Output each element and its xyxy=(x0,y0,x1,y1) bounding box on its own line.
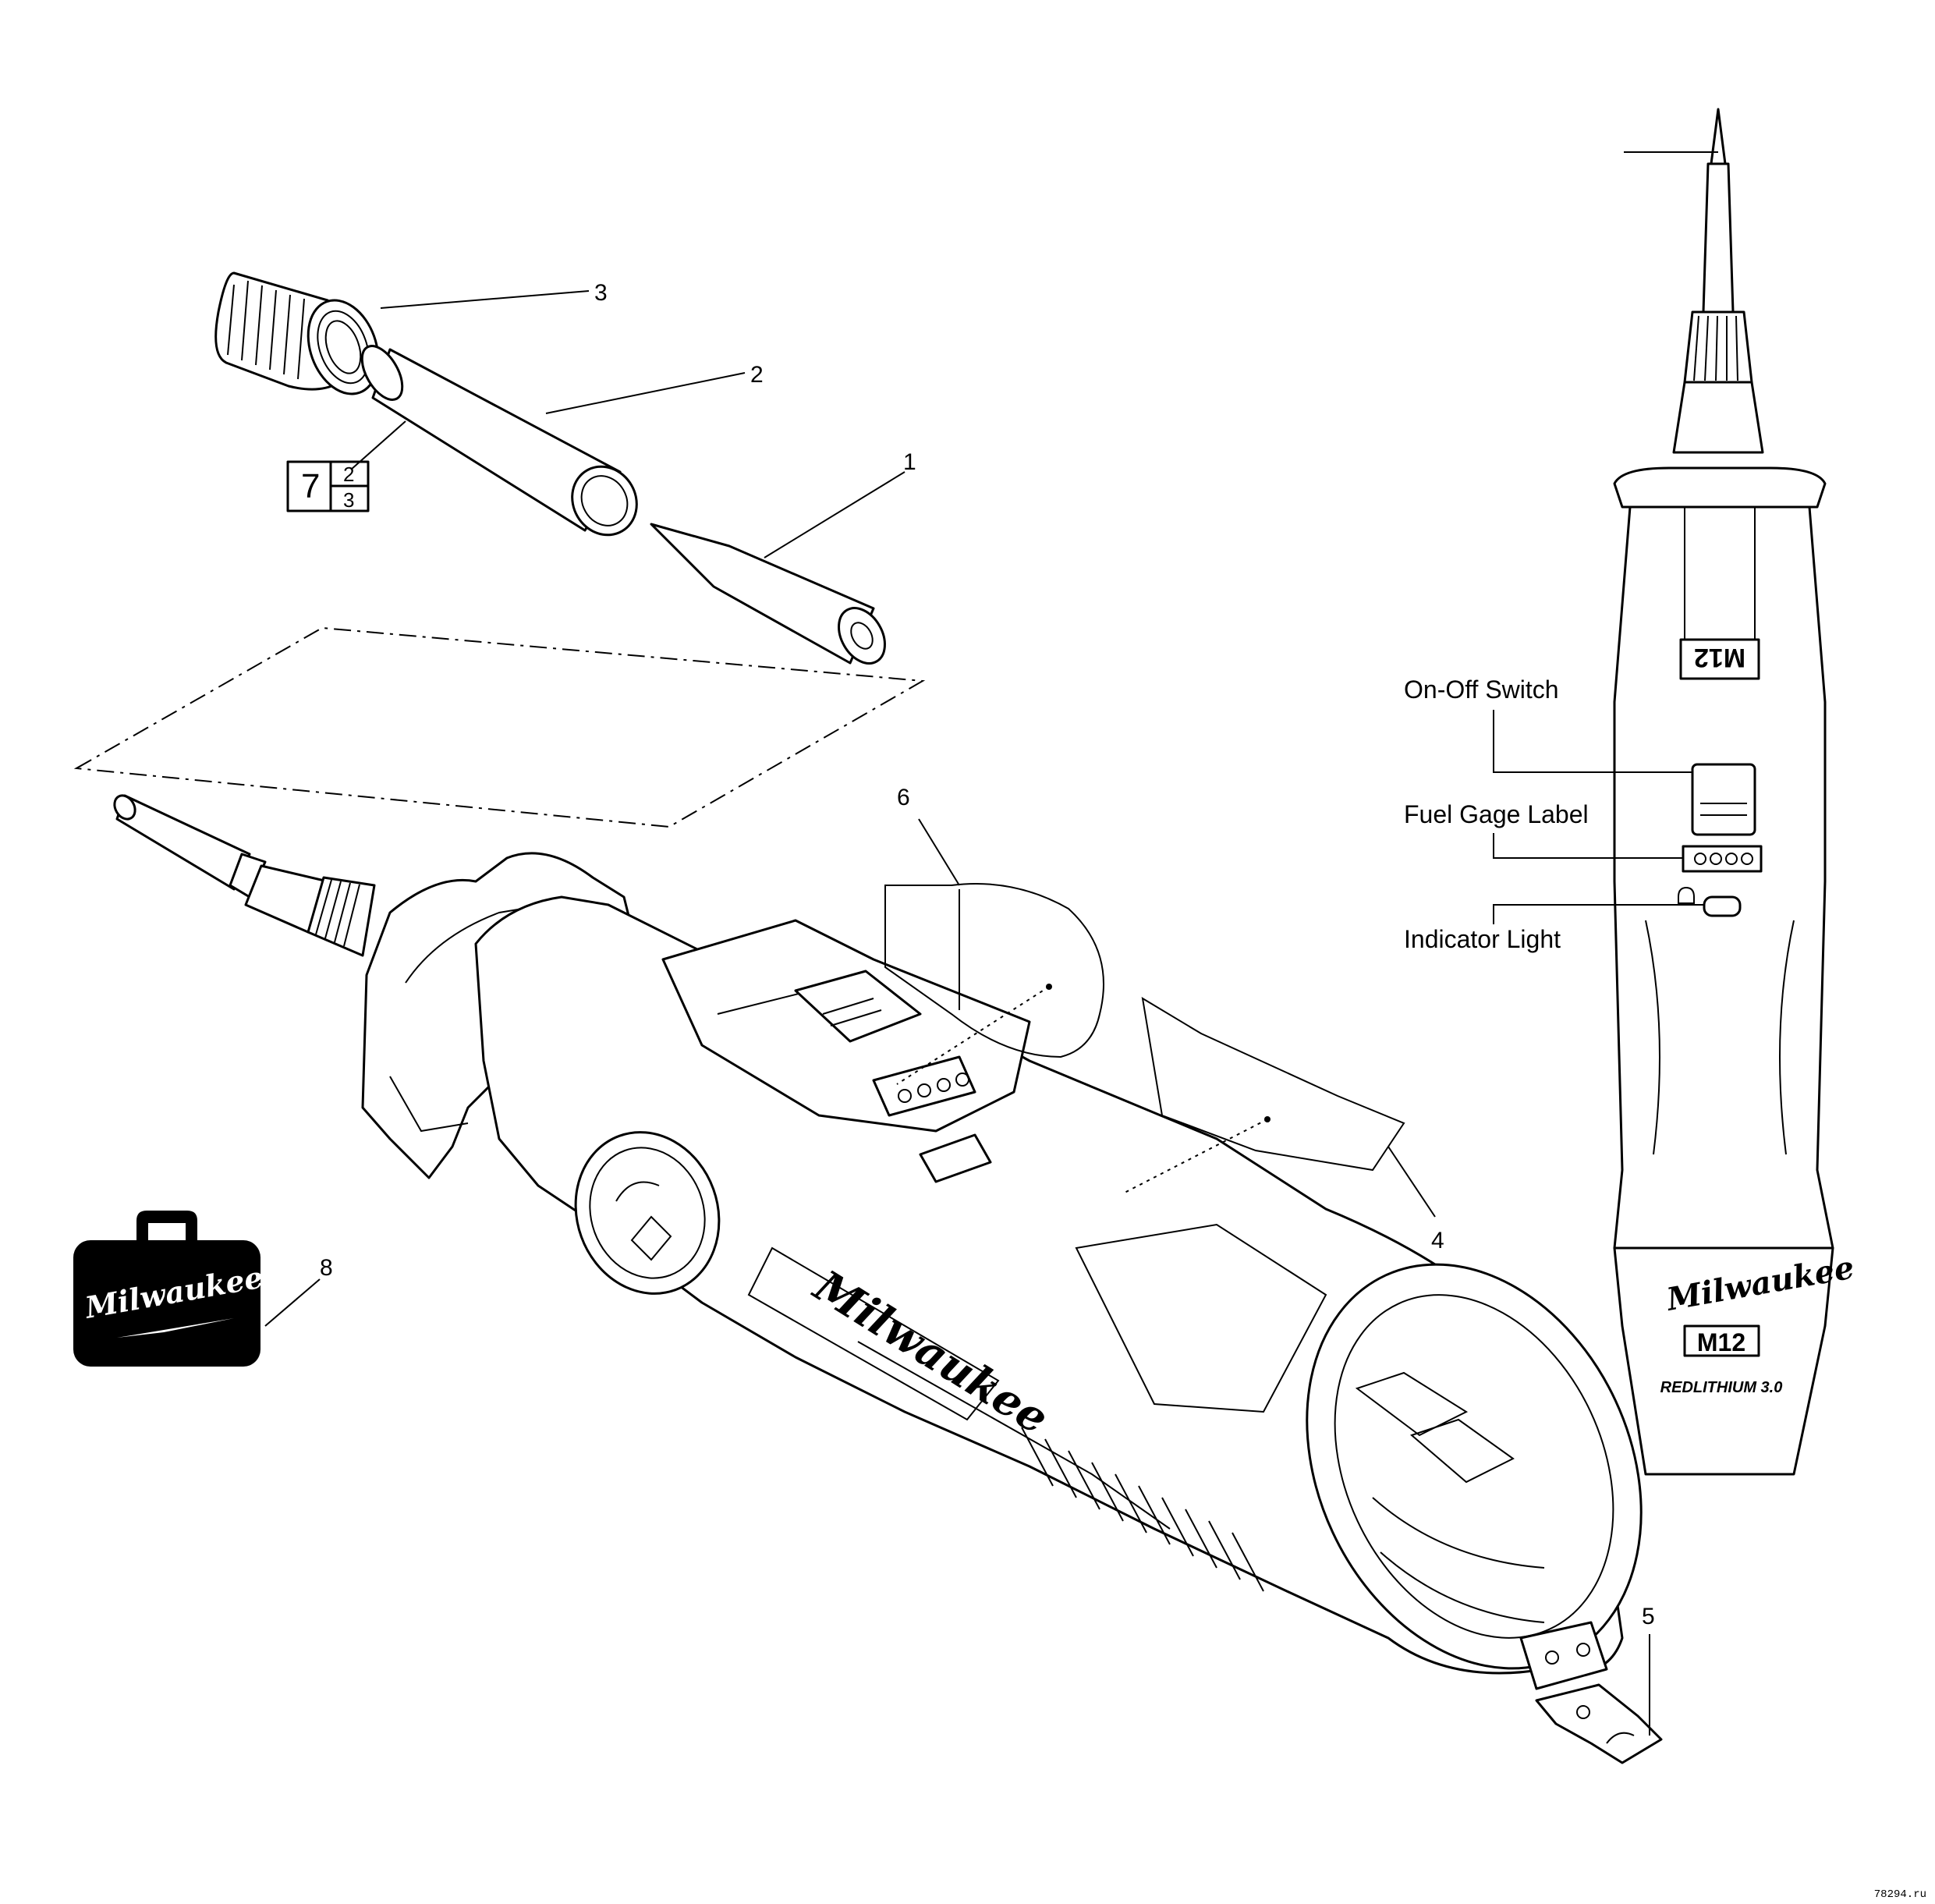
tool-body: Milwaukee xyxy=(113,794,1643,1690)
ref-box-main: 7 xyxy=(301,467,320,505)
callout-2: 2 xyxy=(750,362,764,388)
callout-6: 6 xyxy=(897,785,910,810)
callout-5: 5 xyxy=(1642,1604,1655,1629)
callout-3: 3 xyxy=(594,280,608,306)
part-5-bracket xyxy=(1535,1683,1663,1764)
watermark: 78294.ru xyxy=(1874,1888,1926,1901)
part-2-sleeve-tube xyxy=(360,345,638,537)
ref-box-top: 2 xyxy=(343,463,354,486)
part-6-label-sheet xyxy=(884,883,1104,1085)
battery-model: M12 xyxy=(1697,1328,1745,1356)
rotate-arrow-icon xyxy=(615,1181,660,1202)
assembly-plane xyxy=(73,626,926,828)
callout-4: 4 xyxy=(1431,1228,1444,1253)
housing-badge: M12 xyxy=(1694,643,1745,672)
part-1-soldering-tip xyxy=(650,523,886,665)
ref-box-bottom: 3 xyxy=(343,488,354,512)
label-on-off-switch: On-Off Switch xyxy=(1404,675,1559,704)
tool-top-view: M12 Milwaukee M12 REDLITHIUM 3.0 xyxy=(1613,108,1857,1476)
label-fuel-gage: Fuel Gage Label xyxy=(1404,800,1589,828)
led-light-icon xyxy=(1703,895,1742,917)
callout-1: 1 xyxy=(903,449,916,475)
lock-icon xyxy=(1678,886,1695,904)
label-indicator-light: Indicator Light xyxy=(1404,925,1561,953)
on-off-switch-graphic xyxy=(1691,763,1756,836)
reference-box: 7 2 3 xyxy=(286,460,370,512)
part-8-carrying-case: Milwaukee xyxy=(73,1211,266,1367)
part-3-knurled-nut xyxy=(214,271,380,395)
callout-8: 8 xyxy=(320,1255,333,1281)
battery-series: REDLITHIUM 3.0 xyxy=(1660,1379,1783,1396)
